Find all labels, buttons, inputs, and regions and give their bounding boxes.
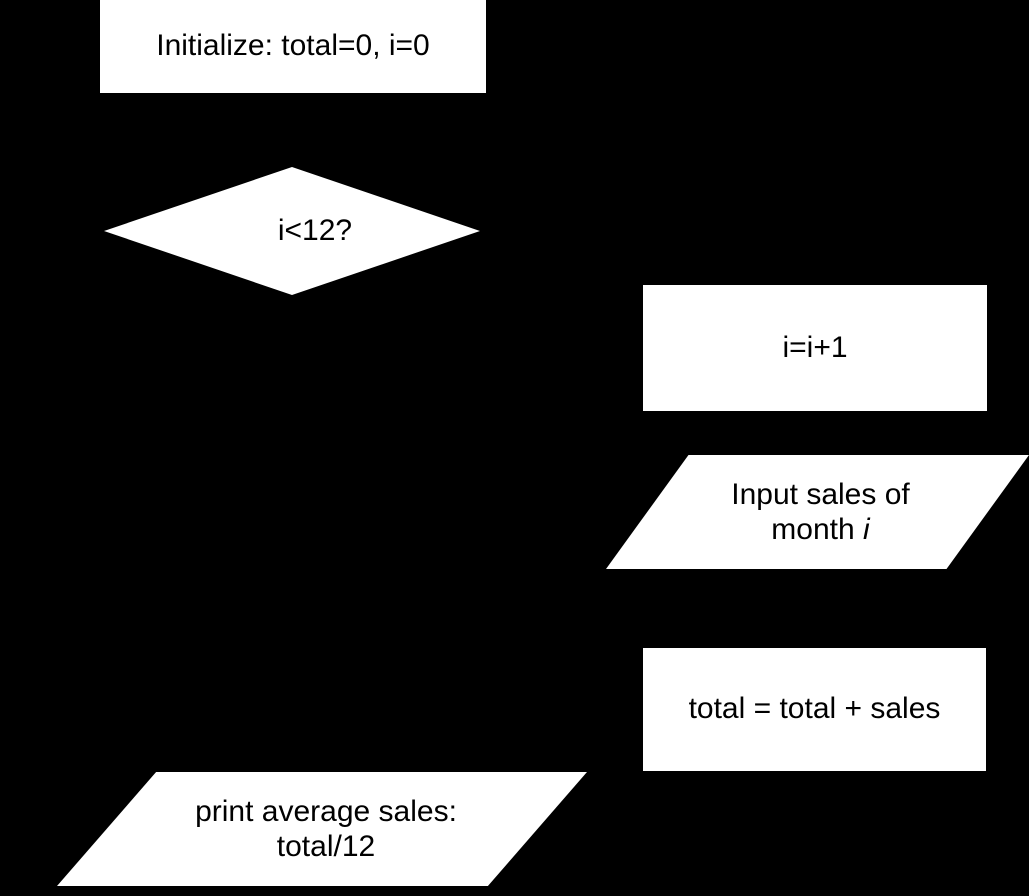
node-accumulate-label: total = total + sales	[688, 692, 941, 726]
decision-diamond-shape	[104, 167, 480, 295]
input-parallelogram-shape	[606, 455, 1029, 569]
flowchart-node-accumulate[interactable]: total = total + sales	[643, 648, 986, 771]
flowchart-node-initialize[interactable]: Initialize: total=0, i=0	[100, 0, 486, 93]
flowchart-node-input-sales[interactable]: Input sales of month i	[606, 455, 1029, 569]
flowchart-node-condition[interactable]: i<12?	[104, 167, 480, 295]
node-initialize-label: Initialize: total=0, i=0	[156, 29, 430, 63]
output-parallelogram-shape	[57, 772, 587, 886]
flowchart-node-increment[interactable]: i=i+1	[643, 285, 987, 411]
node-increment-label: i=i+1	[782, 330, 848, 364]
flowchart-node-print-average[interactable]: print average sales: total/12	[57, 772, 587, 886]
